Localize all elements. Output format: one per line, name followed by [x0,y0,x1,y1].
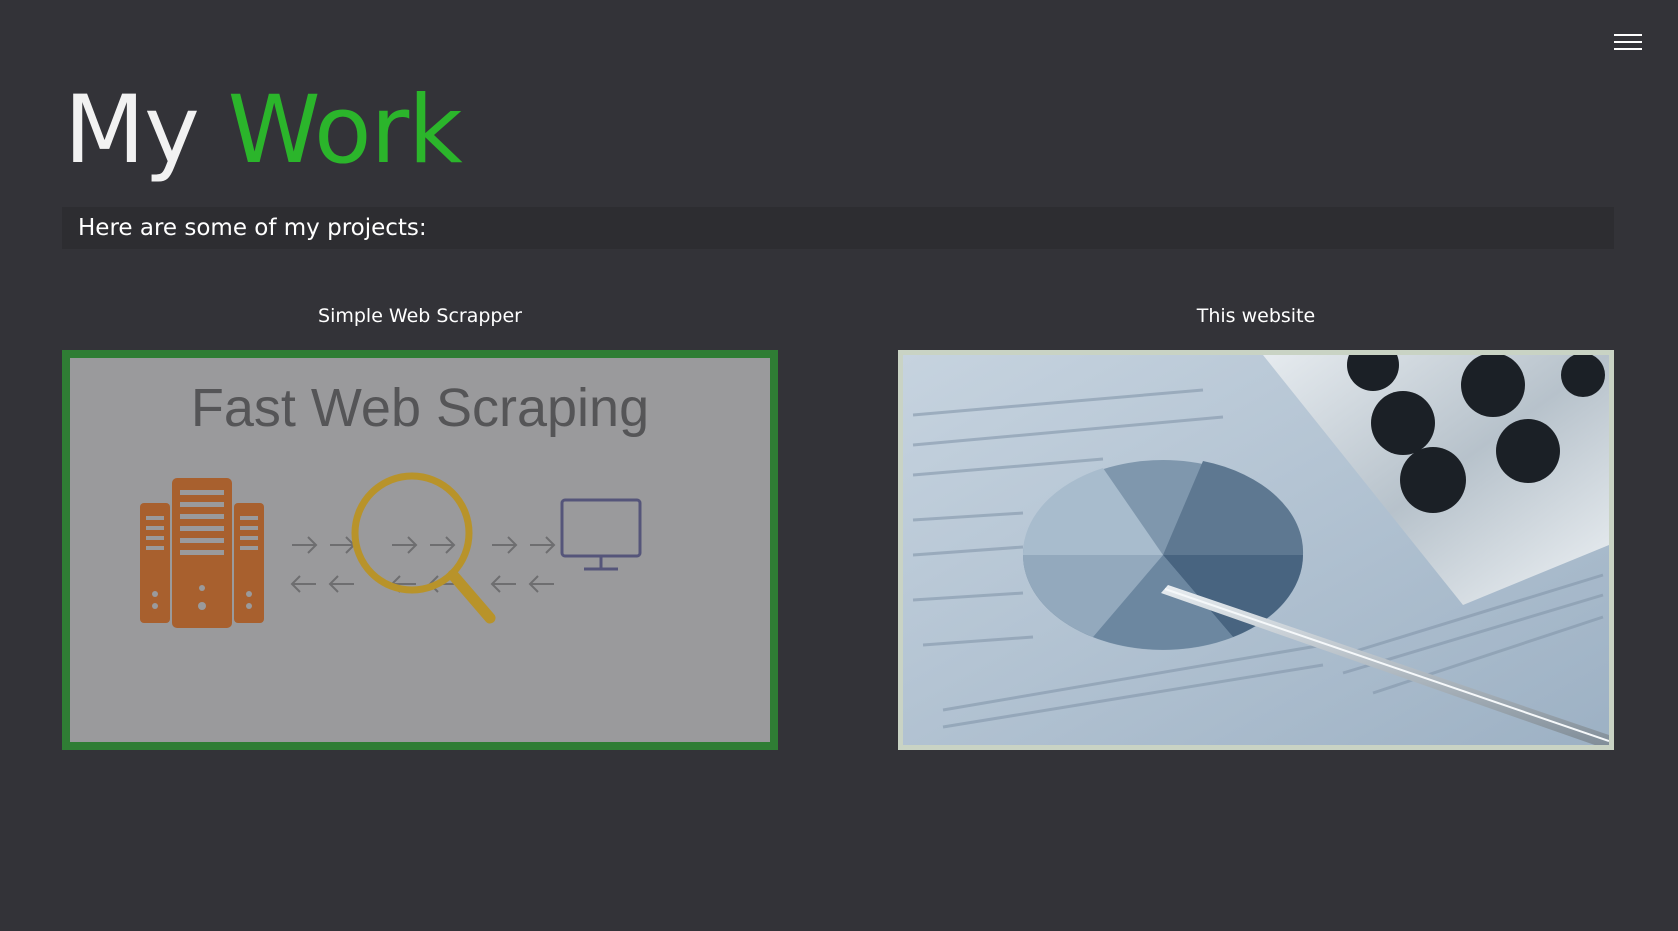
project-title: Simple Web Scrapper [318,305,522,327]
pen-icon [1161,585,1609,745]
thumbnail-heading: Fast Web Scraping [190,378,650,438]
finance-illustration [903,355,1609,745]
intro-text: Here are some of my projects: [78,215,427,241]
project-card-this-website: This website [898,300,1614,750]
hamburger-menu-icon[interactable] [1614,32,1642,52]
server-icon [140,478,264,628]
calculator-icon [1263,355,1609,605]
page-title: My Work [64,76,463,186]
magnifier-icon [351,472,496,624]
project-thumbnail-this-website[interactable] [898,350,1614,750]
project-thumbnail-web-scrapper[interactable]: Fast Web Scraping [62,350,778,750]
project-title: This website [1196,305,1316,327]
project-card-web-scrapper: Simple Web Scrapper Fast Web Scraping [62,300,778,750]
page-title-part1: My [64,76,200,185]
intro-bar: Here are some of my projects: [62,207,1614,249]
arrow-icon [290,536,556,593]
document-lines [912,388,1604,729]
scraping-illustration [140,472,642,628]
monitor-icon [560,498,642,571]
pie-chart-icon [1022,460,1304,650]
page-title-part2: Work [227,76,463,185]
